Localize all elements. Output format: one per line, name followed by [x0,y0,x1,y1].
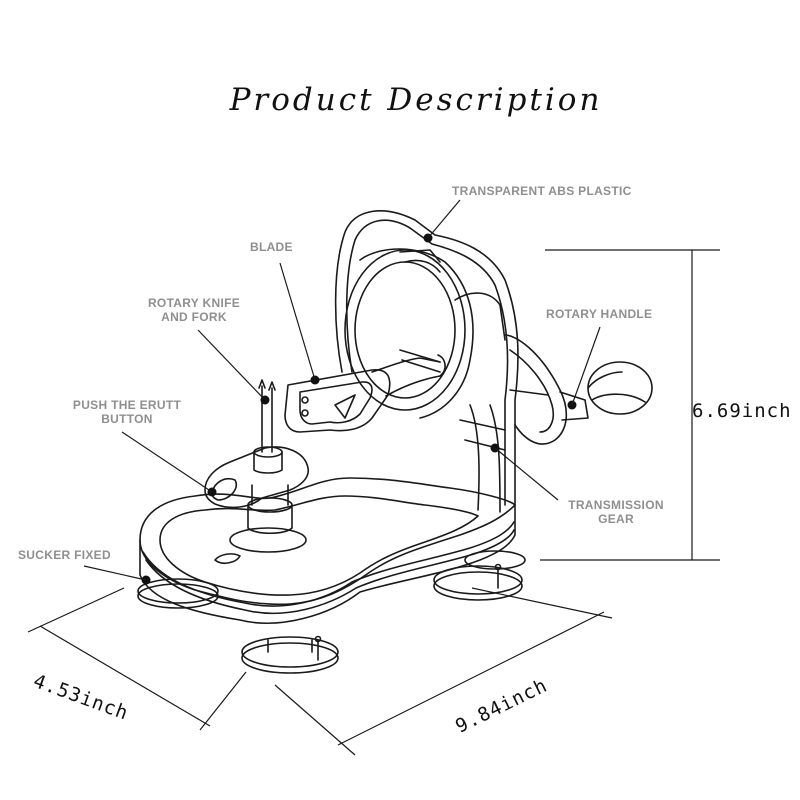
label-blade: BLADE [250,240,293,254]
label-transparent-abs-plastic: TRANSPARENT ABS PLASTIC [452,184,632,198]
crank-handle [504,334,653,445]
label-rotary-handle: ROTARY HANDLE [546,307,653,321]
dimension-height: 6.69inch [692,400,792,422]
fork-carriage [204,379,310,509]
label-push-button: PUSH THE ERUTT BUTTON [60,398,194,426]
label-rotary-knife-line2: AND FORK [161,310,227,324]
label-rotary-knife-and-fork: ROTARY KNIFE AND FORK [138,296,250,324]
label-push-button-line2: BUTTON [101,412,153,426]
leader-lines [83,199,601,581]
label-transmission-gear-line2: GEAR [598,512,634,526]
label-transmission-gear: TRANSMISSION GEAR [554,498,678,526]
label-transmission-gear-line1: TRANSMISSION [568,498,664,512]
dimension-lines [27,249,720,756]
suction-cup-front [241,635,339,674]
callout-dots [141,233,577,585]
suction-cup-back [464,550,526,570]
blade-arm [284,357,441,433]
housing-frame [334,210,519,513]
page-title: Product Description [229,82,603,118]
label-rotary-knife-line1: ROTARY KNIFE [147,296,241,310]
label-sucker-fixed: SUCKER FIXED [18,548,111,562]
fork-column [229,484,307,553]
label-push-button-line1: PUSH THE ERUTT [72,398,182,412]
